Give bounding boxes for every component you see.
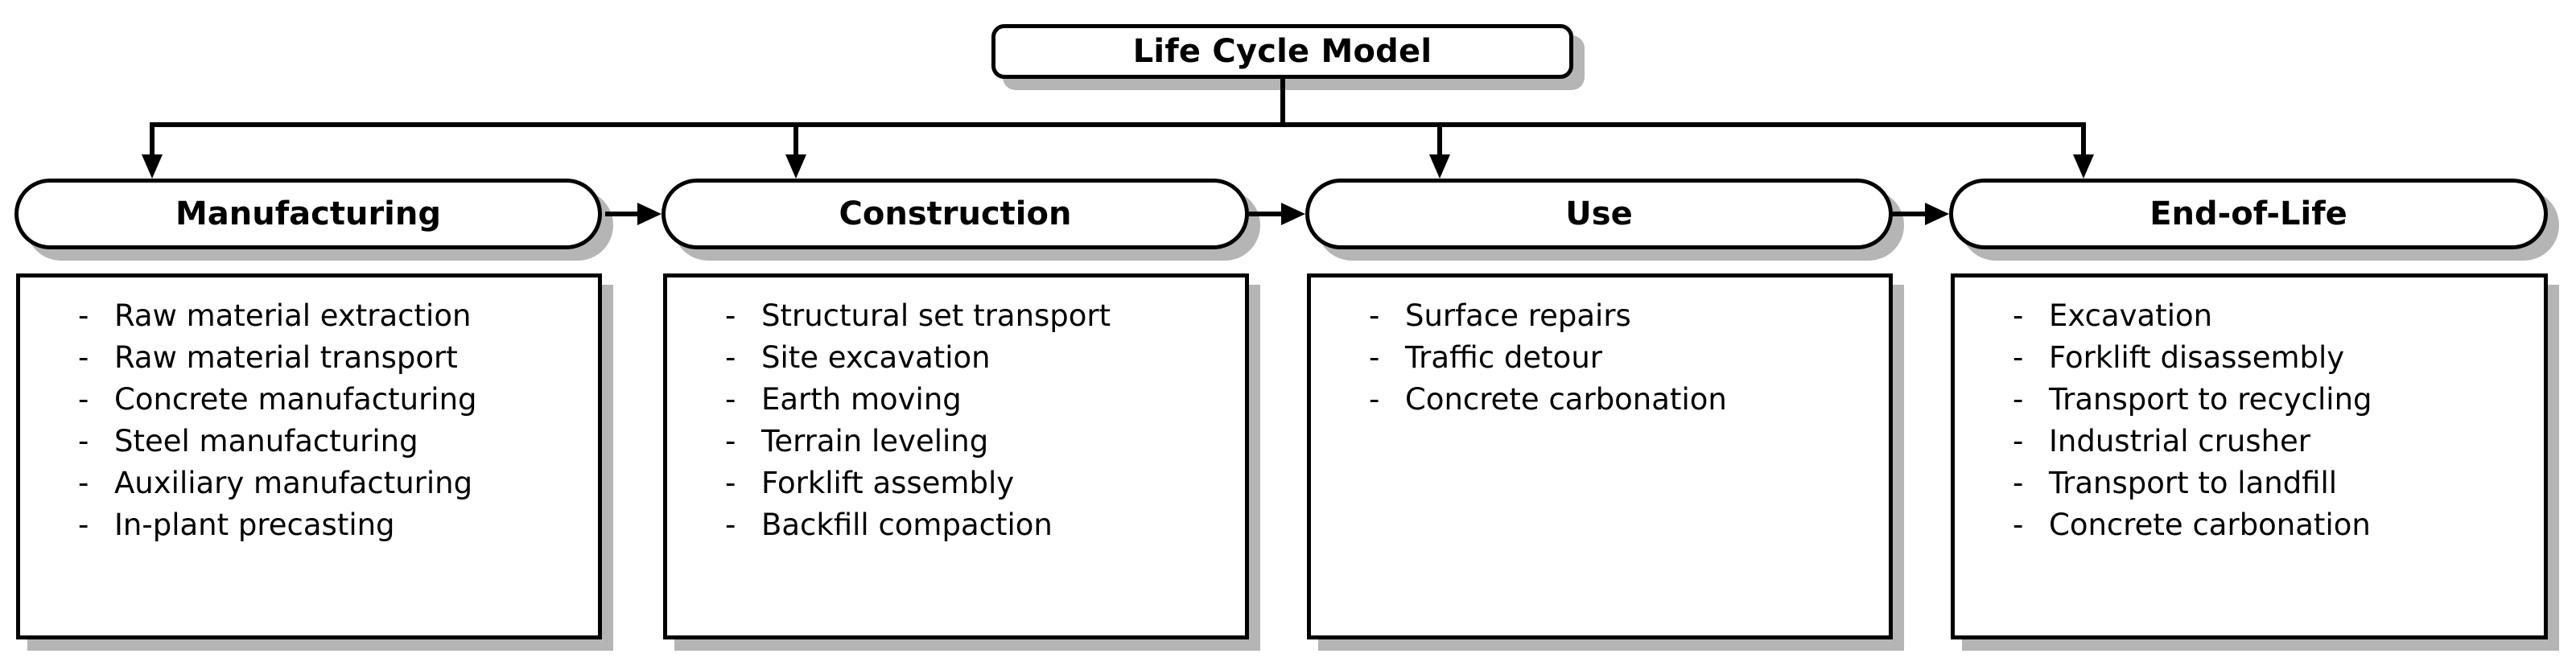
list-item: - Backfill compaction <box>725 508 1245 549</box>
bullet-dash-icon: - <box>2013 466 2024 500</box>
list-item: - Excavation <box>2013 298 2544 340</box>
list-item: - Forklift disassembly <box>2013 340 2544 382</box>
list-item-label: Steel manufacturing <box>114 424 418 458</box>
list-item-label: Earth moving <box>761 382 962 417</box>
list-item: - Concrete carbonation <box>2013 508 2544 549</box>
flow-line-use-end-of-life <box>1893 212 1935 216</box>
branch-arrowhead-use <box>1429 154 1450 179</box>
list-item-label: Concrete carbonation <box>1405 382 1727 417</box>
stage-box-manufacturing[interactable]: Manufacturing <box>14 179 602 249</box>
branch-arrowhead-end-of-life <box>2073 154 2094 179</box>
bullet-dash-icon: - <box>725 382 736 417</box>
bullet-dash-icon: - <box>1369 382 1380 417</box>
stage-label-end-of-life: End-of-Life <box>2149 195 2347 232</box>
list-item-label: Structural set transport <box>761 298 1111 333</box>
list-item: - Terrain leveling <box>725 424 1245 466</box>
page-title: Life Cycle Model <box>1132 33 1432 70</box>
bullet-dash-icon: - <box>725 466 736 500</box>
list-item: - Raw material extraction <box>78 298 598 340</box>
bullet-dash-icon: - <box>2013 382 2024 417</box>
list-item-label: Transport to landfill <box>2049 466 2338 500</box>
list-item: - Surface repairs <box>1369 298 1889 340</box>
bullet-dash-icon: - <box>725 424 736 458</box>
list-item-label: Surface repairs <box>1405 298 1631 333</box>
bullet-dash-icon: - <box>725 508 736 542</box>
branch-arrowhead-construction <box>785 154 806 179</box>
stage-label-use: Use <box>1565 195 1633 232</box>
list-box-use: - Surface repairs - Traffic detour - Con… <box>1307 273 1893 639</box>
list-box-construction: - Structural set transport - Site excava… <box>663 273 1249 639</box>
list-item-label: Concrete manufacturing <box>114 382 477 417</box>
bullet-dash-icon: - <box>1369 298 1380 333</box>
stage-box-end-of-life[interactable]: End-of-Life <box>1949 179 2548 249</box>
flow-line-manufacturing-construction <box>605 212 647 216</box>
bullet-dash-icon: - <box>1369 340 1380 375</box>
flow-arrowhead-use <box>1281 203 1305 225</box>
list-item-label: Raw material transport <box>114 340 458 375</box>
title-stem-line <box>1280 79 1285 127</box>
list-item-label: Site excavation <box>761 340 991 375</box>
list-item-label: Forklift assembly <box>761 466 1015 500</box>
distribution-bar <box>150 122 2081 127</box>
list-item-label: Excavation <box>2049 298 2213 333</box>
list-item: - Structural set transport <box>725 298 1245 340</box>
list-item: - Concrete carbonation <box>1369 382 1889 424</box>
stage-label-construction: Construction <box>839 195 1072 232</box>
branch-arrowhead-manufacturing <box>142 154 163 179</box>
bullet-dash-icon: - <box>725 298 736 333</box>
flow-arrowhead-end-of-life <box>1925 203 1949 225</box>
stage-box-construction[interactable]: Construction <box>662 179 1249 249</box>
list-item: - Industrial crusher <box>2013 424 2544 466</box>
bullet-dash-icon: - <box>78 340 89 375</box>
list-item: - In-plant precasting <box>78 508 598 549</box>
list-item: - Transport to recycling <box>2013 382 2544 424</box>
list-item: - Site excavation <box>725 340 1245 382</box>
list-box-end-of-life: - Excavation - Forklift disassembly - Tr… <box>1951 273 2548 639</box>
bullet-dash-icon: - <box>78 298 89 333</box>
branch-line-use <box>1437 122 1442 156</box>
bullet-dash-icon: - <box>2013 298 2024 333</box>
bullet-dash-icon: - <box>725 340 736 375</box>
list-item-label: Forklift disassembly <box>2049 340 2345 375</box>
bullet-dash-icon: - <box>78 466 89 500</box>
list-item: - Raw material transport <box>78 340 598 382</box>
list-item: - Transport to landfill <box>2013 466 2544 508</box>
list-item-label: Traffic detour <box>1405 340 1602 375</box>
list-item-label: Backfill compaction <box>761 508 1053 542</box>
list-item-label: Industrial crusher <box>2049 424 2310 458</box>
stage-label-manufacturing: Manufacturing <box>175 195 441 232</box>
bullet-dash-icon: - <box>78 424 89 458</box>
branch-line-construction <box>793 122 798 156</box>
list-box-manufacturing: - Raw material extraction - Raw material… <box>16 273 602 639</box>
list-item-label: Terrain leveling <box>761 424 989 458</box>
list-item: - Auxiliary manufacturing <box>78 466 598 508</box>
branch-line-manufacturing <box>150 122 155 156</box>
list-item: - Concrete manufacturing <box>78 382 598 424</box>
list-item-label: Concrete carbonation <box>2049 508 2371 542</box>
flow-arrowhead-construction <box>637 203 662 225</box>
bullet-dash-icon: - <box>78 508 89 542</box>
flow-line-construction-use <box>1249 212 1291 216</box>
bullet-dash-icon: - <box>78 382 89 417</box>
bullet-dash-icon: - <box>2013 340 2024 375</box>
list-item-label: Auxiliary manufacturing <box>114 466 473 500</box>
bullet-dash-icon: - <box>2013 424 2024 458</box>
stage-box-use[interactable]: Use <box>1305 179 1893 249</box>
list-item: - Steel manufacturing <box>78 424 598 466</box>
branch-line-end-of-life <box>2081 122 2086 156</box>
list-item: - Traffic detour <box>1369 340 1889 382</box>
list-item-label: Transport to recycling <box>2049 382 2372 417</box>
title-box: Life Cycle Model <box>991 24 1573 79</box>
list-item-label: Raw material extraction <box>114 298 472 333</box>
bullet-dash-icon: - <box>2013 508 2024 542</box>
list-item: - Forklift assembly <box>725 466 1245 508</box>
list-item-label: In-plant precasting <box>114 508 395 542</box>
list-item: - Earth moving <box>725 382 1245 424</box>
